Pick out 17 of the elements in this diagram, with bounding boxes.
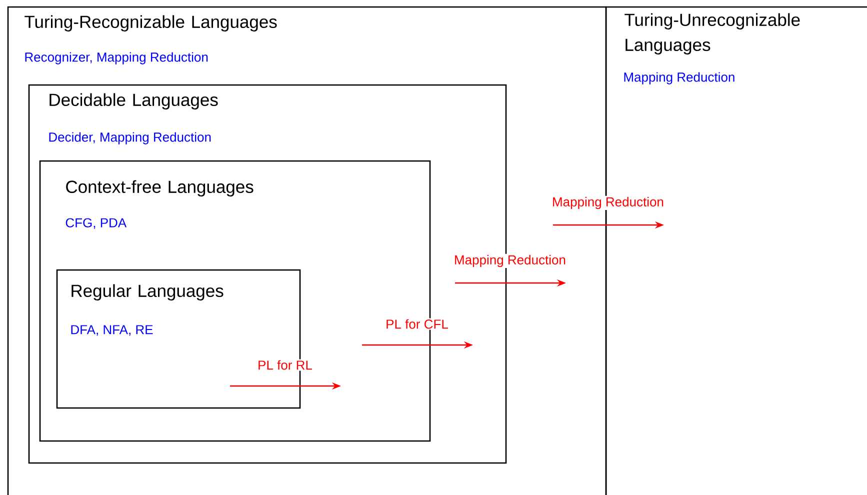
method-label: Recognizer, Mapping Reduction [25,52,208,64]
arrow-label: PL for RL [258,360,312,370]
set-title: Regular Languages [72,284,224,301]
arrow-label: Mapping Reduction [553,196,664,210]
method-label: CFG, PDA [66,218,127,229]
method-label: DFA, NFA, RE [71,325,153,336]
method-label: Mapping Reduction [624,72,734,84]
set-box [28,84,507,464]
method-label: Decider, Mapping Reduction [49,132,211,144]
arrow-label: PL for CFL [386,319,448,329]
set-title: Decidable Languages [50,93,218,110]
set-title: Context-free Languages [66,180,254,196]
set-box [605,6,867,495]
set-title: Turing-Unrecognizable Languages [624,13,800,55]
arrow-label: Mapping Reduction [455,254,566,268]
set-title: Turing-Recognizable Languages [24,15,277,32]
set-box [7,6,607,495]
